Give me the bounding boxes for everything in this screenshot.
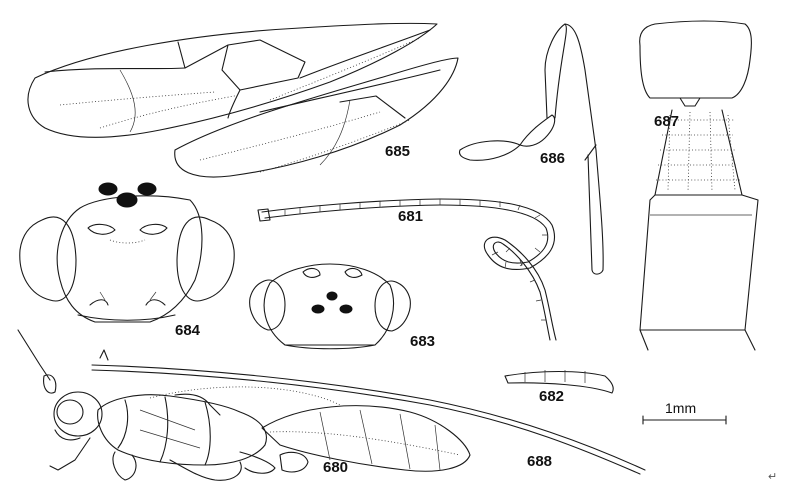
- hind-leg-drawing: [458, 23, 604, 275]
- habitus-drawing: [17, 329, 646, 481]
- figure-label-680: 680: [323, 459, 349, 476]
- scale-bar-label: 1mm: [665, 400, 697, 416]
- head-front-drawing: [19, 182, 235, 323]
- fore-wing-drawing: [27, 22, 438, 138]
- figure-label-682: 682: [539, 388, 565, 405]
- figure-label-684: 684: [175, 322, 201, 339]
- figure-label-683: 683: [410, 333, 436, 350]
- figure-label-681: 681: [398, 208, 424, 225]
- figure-label-688: 688: [527, 453, 553, 470]
- gaster-drawing: [639, 20, 759, 351]
- figure-label-685: 685: [385, 143, 411, 160]
- antenna-segment-drawing: [504, 370, 614, 394]
- figure-label-686: 686: [540, 150, 566, 167]
- return-mark: ↵: [768, 471, 778, 483]
- scale-bar-line: [642, 415, 727, 425]
- hind-wing-drawing: [174, 57, 459, 178]
- antenna-drawing: [257, 198, 557, 341]
- figure-label-687: 687: [654, 113, 680, 130]
- head-dorsal-drawing: [249, 263, 411, 350]
